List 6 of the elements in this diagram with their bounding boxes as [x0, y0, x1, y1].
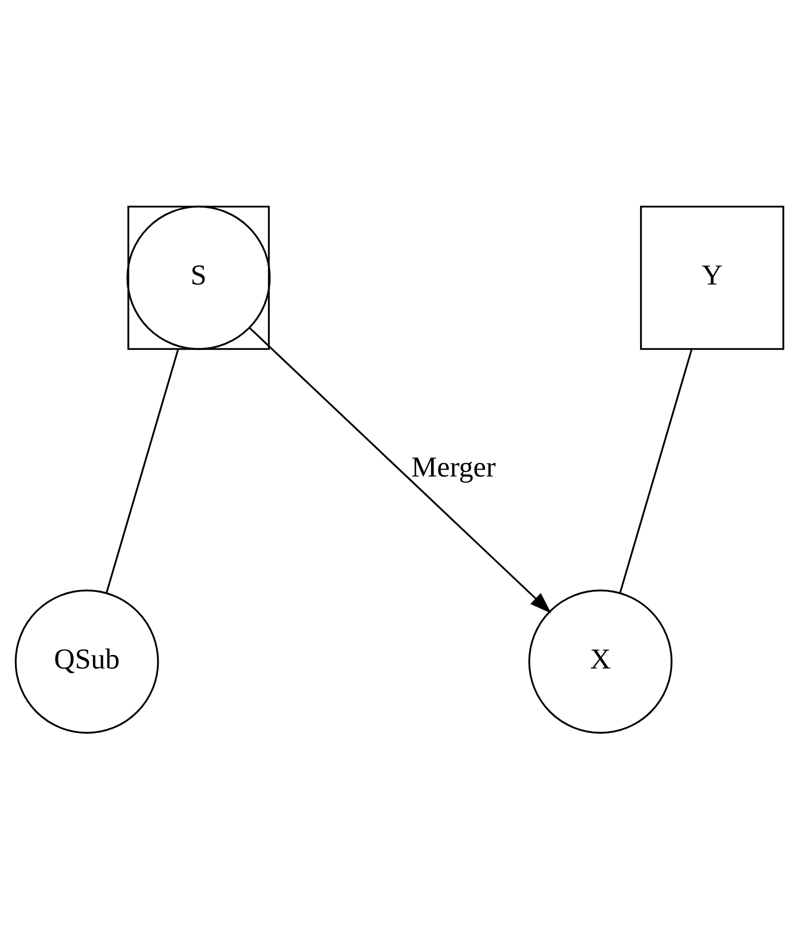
connector	[619, 349, 693, 594]
edge-label: Merger	[411, 452, 496, 484]
node-box: Y	[640, 206, 784, 350]
connector	[106, 348, 180, 593]
arrow	[248, 327, 552, 614]
node-circle: QSub	[14, 590, 159, 734]
